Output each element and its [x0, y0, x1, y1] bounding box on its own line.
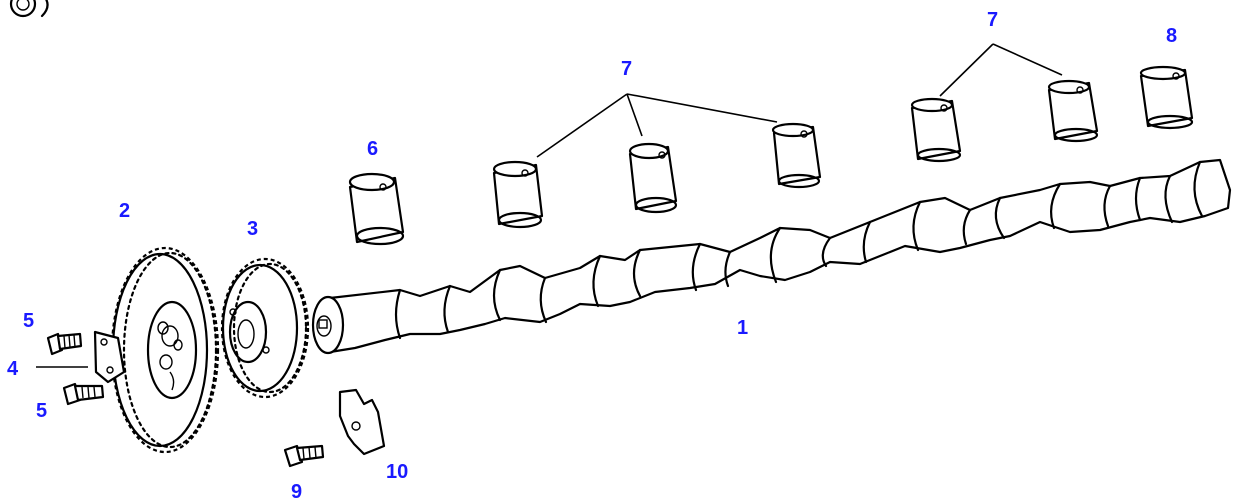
callout-labels: 1 2 3 4 5 5 6 7 7 8 9 10	[7, 9, 1177, 503]
bushing-a3	[771, 122, 822, 189]
thrust-screw	[283, 444, 325, 468]
corner-symbol-icon	[9, 0, 49, 18]
callout-9: 9	[291, 481, 302, 503]
callout-6: 6	[367, 138, 378, 160]
camshaft-gear	[110, 246, 220, 454]
bushing-a2	[628, 142, 678, 214]
screw-upper	[46, 332, 83, 356]
bushing-a1	[492, 160, 544, 229]
callout-3: 3	[247, 218, 258, 240]
retaining-plate	[93, 330, 126, 384]
callout-7-left: 7	[621, 58, 632, 80]
callout-1: 1	[737, 317, 748, 339]
bushing-b1	[910, 97, 962, 163]
camshaft	[311, 158, 1232, 355]
callout-10: 10	[386, 461, 408, 483]
drive-gear	[220, 257, 310, 399]
leader-lines	[36, 43, 1063, 368]
callout-7-right: 7	[987, 9, 998, 31]
callout-8: 8	[1166, 25, 1177, 47]
bushing-b2	[1047, 79, 1099, 143]
screw-lower	[62, 382, 105, 406]
thrust-plate	[338, 388, 386, 456]
callout-2: 2	[119, 200, 130, 222]
callout-5-lower: 5	[36, 400, 47, 422]
front-bushing	[348, 172, 405, 246]
rear-bushing	[1139, 65, 1194, 130]
callout-4: 4	[7, 358, 19, 380]
callout-5-upper: 5	[23, 310, 34, 332]
